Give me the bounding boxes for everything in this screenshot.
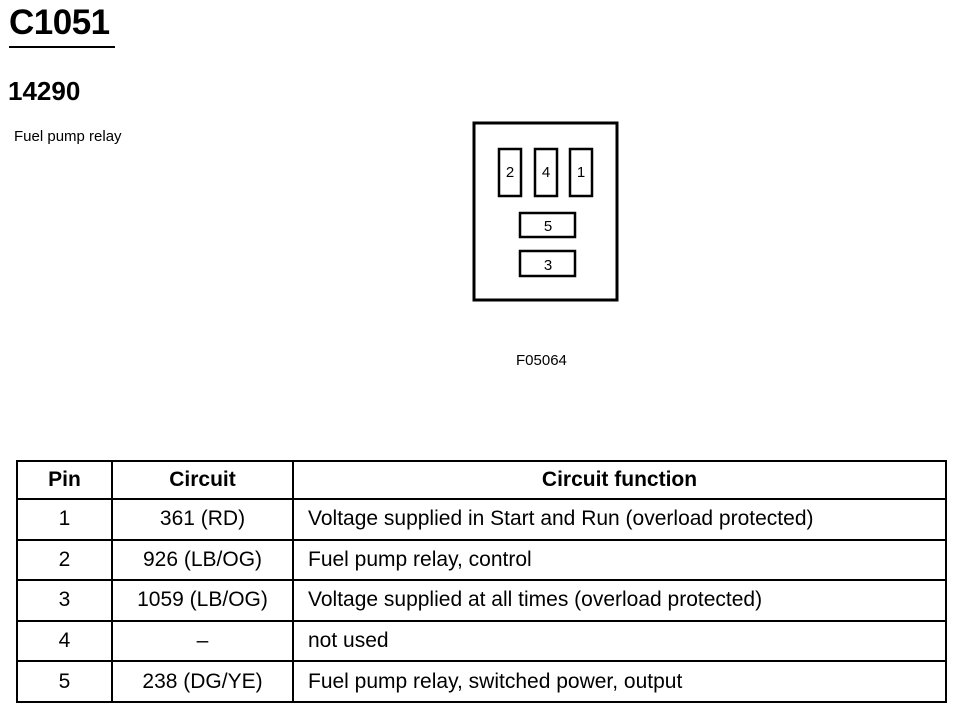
- circuit-cell: 361 (RD): [111, 498, 294, 541]
- circuit-function-cell: Voltage supplied at all times (overload …: [292, 579, 947, 622]
- pin-3-label: 3: [544, 257, 552, 274]
- pin-5-terminal: [518, 211, 577, 239]
- pin-4-label: 4: [542, 164, 550, 181]
- circuit-cell: 1059 (LB/OG): [111, 579, 294, 622]
- circuit-cell: 926 (LB/OG): [111, 538, 294, 582]
- pin-3-terminal: [518, 249, 577, 278]
- pin-cell: 5: [16, 660, 113, 703]
- pin-4-terminal: [533, 147, 559, 198]
- circuit-function-cell: Fuel pump relay, control: [292, 538, 947, 582]
- connector-id: C1051: [9, 3, 110, 42]
- connector-face-diagram: 2 4 1 5 3: [472, 121, 619, 302]
- table-row: 5 238 (DG/YE) Fuel pump relay, switched …: [16, 660, 947, 703]
- pin-cell: 2: [16, 538, 113, 582]
- pin-2-terminal: [497, 147, 523, 198]
- pin-1-label: 1: [577, 164, 585, 181]
- pin-cell: 4: [16, 619, 113, 663]
- circuit-function-cell: not used: [292, 619, 947, 663]
- pin-5-label: 5: [544, 218, 552, 235]
- column-header-circuit-function: Circuit function: [292, 460, 947, 500]
- table-header-row: Pin Circuit Circuit function: [16, 460, 947, 500]
- column-header-circuit: Circuit: [111, 460, 294, 500]
- column-header-pin: Pin: [16, 460, 113, 500]
- pin-table: Pin Circuit Circuit function 1 361 (RD) …: [16, 460, 947, 703]
- pin-1-terminal: [568, 147, 594, 198]
- pin-cell: 3: [16, 579, 113, 622]
- table-row: 2 926 (LB/OG) Fuel pump relay, control: [16, 538, 947, 582]
- part-number: 14290: [8, 76, 81, 106]
- circuit-function-cell: Fuel pump relay, switched power, output: [292, 660, 947, 703]
- table-row: 3 1059 (LB/OG) Voltage supplied at all t…: [16, 579, 947, 622]
- pin-2-label: 2: [506, 164, 514, 181]
- connector-id-underline: [9, 46, 115, 48]
- figure-code: F05064: [516, 352, 567, 369]
- table-row: 1 361 (RD) Voltage supplied in Start and…: [16, 498, 947, 541]
- circuit-function-cell: Voltage supplied in Start and Run (overl…: [292, 498, 947, 541]
- component-name: Fuel pump relay: [14, 128, 122, 145]
- pin-cell: 1: [16, 498, 113, 541]
- circuit-cell: 238 (DG/YE): [111, 660, 294, 703]
- circuit-cell: –: [111, 619, 294, 663]
- table-row: 4 – not used: [16, 619, 947, 663]
